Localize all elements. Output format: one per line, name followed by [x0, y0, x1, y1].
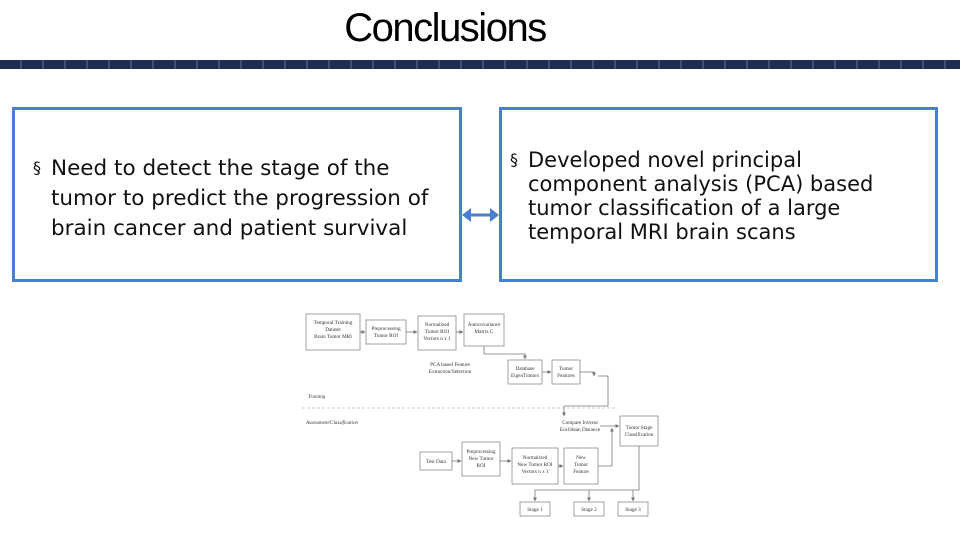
developed-line-4: temporal MRI brain scans: [528, 220, 796, 244]
need-line-3: brain cancer and patient survival: [51, 216, 408, 241]
double-arrow-icon: [462, 208, 499, 222]
page-title: Conclusions: [344, 6, 547, 50]
node-stage1: [519, 501, 551, 517]
developed-box: § Developed novel principal component ana…: [499, 107, 938, 282]
node-stage3: [617, 501, 649, 517]
node-new-tumor-feature: [563, 447, 599, 485]
stage1-label: Stage 1: [527, 507, 543, 513]
assessment-section-label: Assessment/Classification: [305, 421, 358, 426]
developed-line-3: tumor classification of a large: [528, 196, 841, 220]
node-database: [507, 359, 543, 385]
node-stage2: [573, 501, 605, 517]
test-data-label: Test Data: [426, 459, 446, 465]
stage3-label: Stage 3: [625, 507, 641, 513]
training-section-label: Training: [308, 395, 326, 400]
node-preprocessing-new: [461, 441, 501, 477]
node-tumor-stage: [619, 415, 659, 447]
need-bullet-text: § Need to detect the stage of the tumor t…: [33, 153, 453, 244]
bullet-icon: §: [33, 158, 41, 177]
need-box: § Need to detect the stage of the tumor t…: [12, 107, 462, 282]
developed-line-1: Developed novel principal: [528, 148, 802, 172]
developed-line-2: component analysis (PCA) based: [528, 172, 874, 196]
developed-bullet-text: § Developed novel principal component ana…: [510, 148, 930, 244]
node-preprocessing-tumor: [365, 319, 407, 345]
node-tumor-features: [551, 359, 581, 385]
need-line-2: tumor to predict the progression of: [51, 186, 429, 211]
need-line-1: Need to detect the stage of the: [51, 156, 390, 181]
title-divider-band: [0, 60, 960, 69]
node-normalized-tumor: [417, 315, 457, 351]
stage2-label: Stage 2: [581, 507, 597, 513]
bullet-icon: §: [510, 150, 518, 169]
